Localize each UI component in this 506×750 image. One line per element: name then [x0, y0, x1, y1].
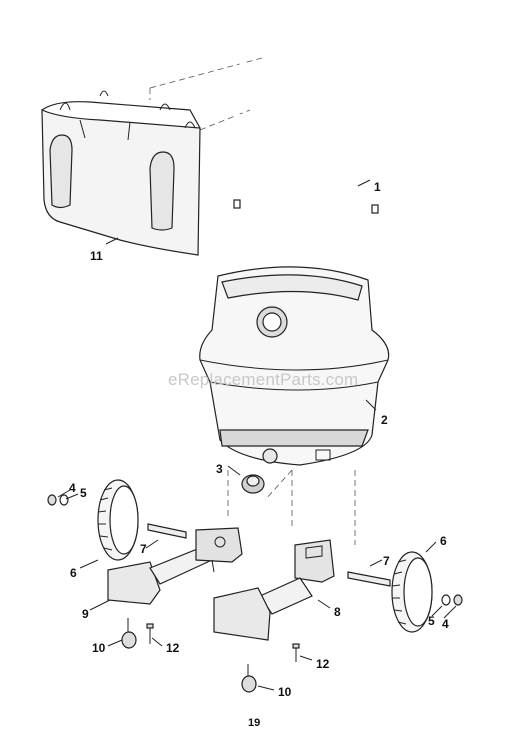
callout-labels: 1 2 3 4 5 6 7 9 10 12 11 7 6 5 4 8 12 10 — [69, 180, 449, 699]
caster-foot-right — [213, 539, 335, 641]
callout-washer-right: 5 — [428, 614, 435, 628]
callout-screw-caster-right: 12 — [316, 657, 330, 671]
callout-washer-left: 5 — [80, 486, 87, 500]
callout-screw-caster-left: 12 — [166, 641, 180, 655]
callout-axle-right: 7 — [383, 554, 390, 568]
screw-left — [47, 494, 57, 506]
callout-wheel-right: 6 — [440, 534, 447, 548]
callout-caster-left: 10 — [92, 641, 106, 655]
page-number: 19 — [248, 717, 260, 729]
collection-drum — [199, 266, 390, 466]
caster-right — [241, 664, 257, 693]
assembly-guide-lines — [149, 57, 356, 545]
handle — [233, 18, 391, 253]
caster-left — [121, 618, 137, 649]
callout-caster-foot-left: 9 — [82, 607, 89, 621]
caster-foot-left — [107, 527, 243, 605]
callout-wheel-left: 6 — [70, 566, 77, 580]
axle-right — [347, 571, 391, 587]
callout-storage-bag: 11 — [90, 249, 103, 263]
leader-lines — [57, 179, 457, 691]
wheel-left — [97, 479, 139, 561]
callout-drain-cap: 3 — [216, 462, 223, 476]
wheel-right — [391, 551, 433, 633]
axle-left — [147, 523, 187, 539]
watermark-text: eReplacementParts.com — [168, 370, 358, 389]
storage-bag — [41, 90, 201, 256]
callout-screw-right: 4 — [442, 617, 449, 631]
screw-caster-left — [146, 623, 154, 644]
washer-right — [441, 594, 451, 606]
washer-left — [59, 494, 69, 506]
callout-axle-left: 7 — [140, 542, 147, 556]
callout-handle: 1 — [374, 180, 381, 194]
screw-caster-right — [292, 643, 300, 662]
drain-cap — [241, 474, 265, 494]
callout-screw-left: 4 — [69, 481, 76, 495]
callout-caster-right: 10 — [278, 685, 292, 699]
screw-right — [453, 594, 463, 606]
callout-caster-foot-right: 8 — [334, 605, 341, 619]
callout-drum: 2 — [381, 413, 388, 427]
